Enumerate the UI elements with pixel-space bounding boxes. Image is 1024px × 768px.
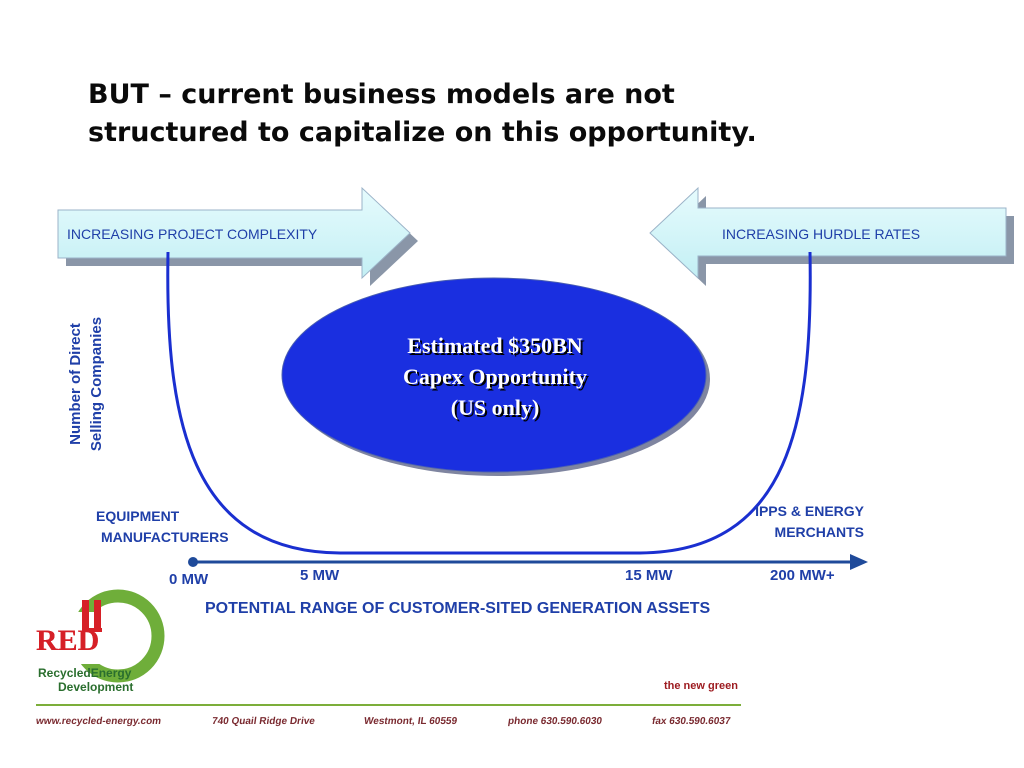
logo-bar-bottom <box>82 628 102 632</box>
x-tick-200mw: 200 MW+ <box>770 567 835 584</box>
footer-phone: phone 630.590.6030 <box>507 716 603 727</box>
footer-city: Westmont, IL 60559 <box>363 716 458 727</box>
footer-fax: fax 630.590.6037 <box>651 716 732 727</box>
footer-divider <box>36 704 741 706</box>
x-tick-5mw: 5 MW <box>300 567 340 584</box>
left-arrow-shape <box>57 186 411 280</box>
equipment-line-1: EQUIPMENT <box>96 508 180 524</box>
logo-ring-gap <box>34 612 104 664</box>
right-arrow-shape <box>649 186 1007 280</box>
logo-bar-left <box>82 600 89 630</box>
ipps-merchants-label: IPPS & ENERGY MERCHANTS <box>732 501 864 543</box>
x-axis-label: POTENTIAL RANGE OF CUSTOMER-SITED GENERA… <box>205 600 711 617</box>
opportunity-ellipse <box>281 277 707 473</box>
slide-title: BUT – current business models are not st… <box>88 76 908 152</box>
x-axis-origin-dot <box>188 557 198 567</box>
tagline: the new green <box>664 680 738 692</box>
y-axis-line-1: Number of Direct <box>67 323 84 445</box>
arrow-label-hurdle-rates: INCREASING HURDLE RATES <box>722 226 921 242</box>
y-axis-line-2: Selling Companies <box>88 316 105 452</box>
ellipse-line-2: Capex Opportunity <box>403 364 587 389</box>
x-tick-15mw: 15 MW <box>625 567 673 584</box>
logo-red-text: RED <box>36 624 100 657</box>
ipps-line-1: IPPS & ENERGY <box>755 503 864 519</box>
ipps-line-2: MERCHANTS <box>774 524 864 540</box>
footer-website[interactable]: www.recycled-energy.com <box>35 716 162 727</box>
arrow-label-complexity: INCREASING PROJECT COMPLEXITY <box>67 226 318 242</box>
equipment-manufacturers-label: EQUIPMENT MANUFACTURERS <box>96 506 229 548</box>
x-tick-0mw: 0 MW <box>169 571 209 588</box>
ellipse-text: Estimated $350BN Capex Opportunity (US o… <box>300 330 690 423</box>
x-axis-arrowhead <box>850 554 868 570</box>
ellipse-line-1: Estimated $350BN <box>407 333 583 358</box>
ellipse-line-3: (US only) <box>450 395 540 420</box>
logo-bar-right <box>94 600 101 630</box>
title-line-1: BUT – current business models are not <box>88 79 675 110</box>
footer-address: 740 Quail Ridge Drive <box>211 716 316 727</box>
equipment-line-2: MANUFACTURERS <box>101 529 229 545</box>
logo-company-name: RecycledEnergy Development <box>38 666 168 694</box>
logo-name-line-2: Development <box>58 680 134 694</box>
logo-name-line-1: RecycledEnergy <box>38 666 132 680</box>
u-curve <box>166 251 812 555</box>
title-line-2: structured to capitalize on this opportu… <box>88 117 757 148</box>
